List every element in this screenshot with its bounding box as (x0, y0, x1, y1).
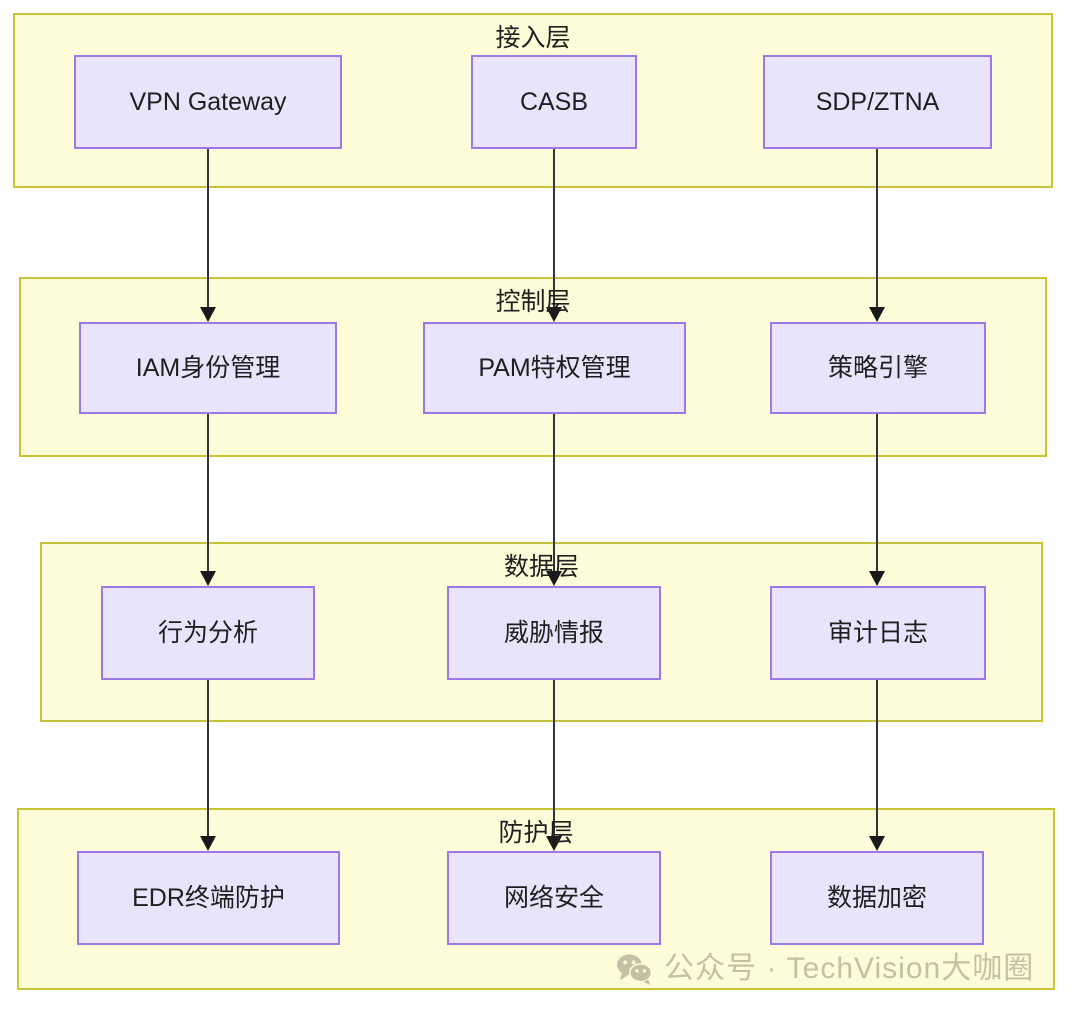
node-casb[interactable]: CASB (471, 55, 637, 149)
node-label-sdp: SDP/ZTNA (815, 88, 940, 116)
layer-title-data: 数据层 (503, 553, 579, 581)
node-policy[interactable]: 策略引擎 (770, 322, 986, 414)
layer-title-protect: 防护层 (498, 819, 574, 847)
layer-title-control: 控制层 (495, 288, 571, 316)
node-label-behavior: 行为分析 (157, 619, 258, 647)
layer-title-access: 接入层 (495, 24, 571, 52)
node-label-pam: PAM特权管理 (478, 354, 631, 382)
node-sdp[interactable]: SDP/ZTNA (763, 55, 992, 149)
node-label-vpn: VPN Gateway (129, 88, 287, 116)
node-label-threat: 威胁情报 (503, 619, 604, 647)
node-audit[interactable]: 审计日志 (770, 586, 986, 680)
node-iam[interactable]: IAM身份管理 (79, 322, 337, 414)
node-crypto[interactable]: 数据加密 (770, 851, 984, 945)
node-behavior[interactable]: 行为分析 (101, 586, 315, 680)
node-label-netsec: 网络安全 (503, 884, 604, 912)
node-label-iam: IAM身份管理 (135, 354, 281, 382)
node-netsec[interactable]: 网络安全 (447, 851, 661, 945)
node-edr[interactable]: EDR终端防护 (77, 851, 340, 945)
node-vpn[interactable]: VPN Gateway (74, 55, 342, 149)
node-threat[interactable]: 威胁情报 (447, 586, 661, 680)
node-label-audit: 审计日志 (827, 619, 928, 647)
node-label-casb: CASB (519, 88, 589, 116)
node-label-policy: 策略引擎 (827, 354, 928, 382)
node-label-crypto: 数据加密 (826, 884, 927, 912)
node-label-edr: EDR终端防护 (132, 884, 285, 912)
node-pam[interactable]: PAM特权管理 (423, 322, 686, 414)
